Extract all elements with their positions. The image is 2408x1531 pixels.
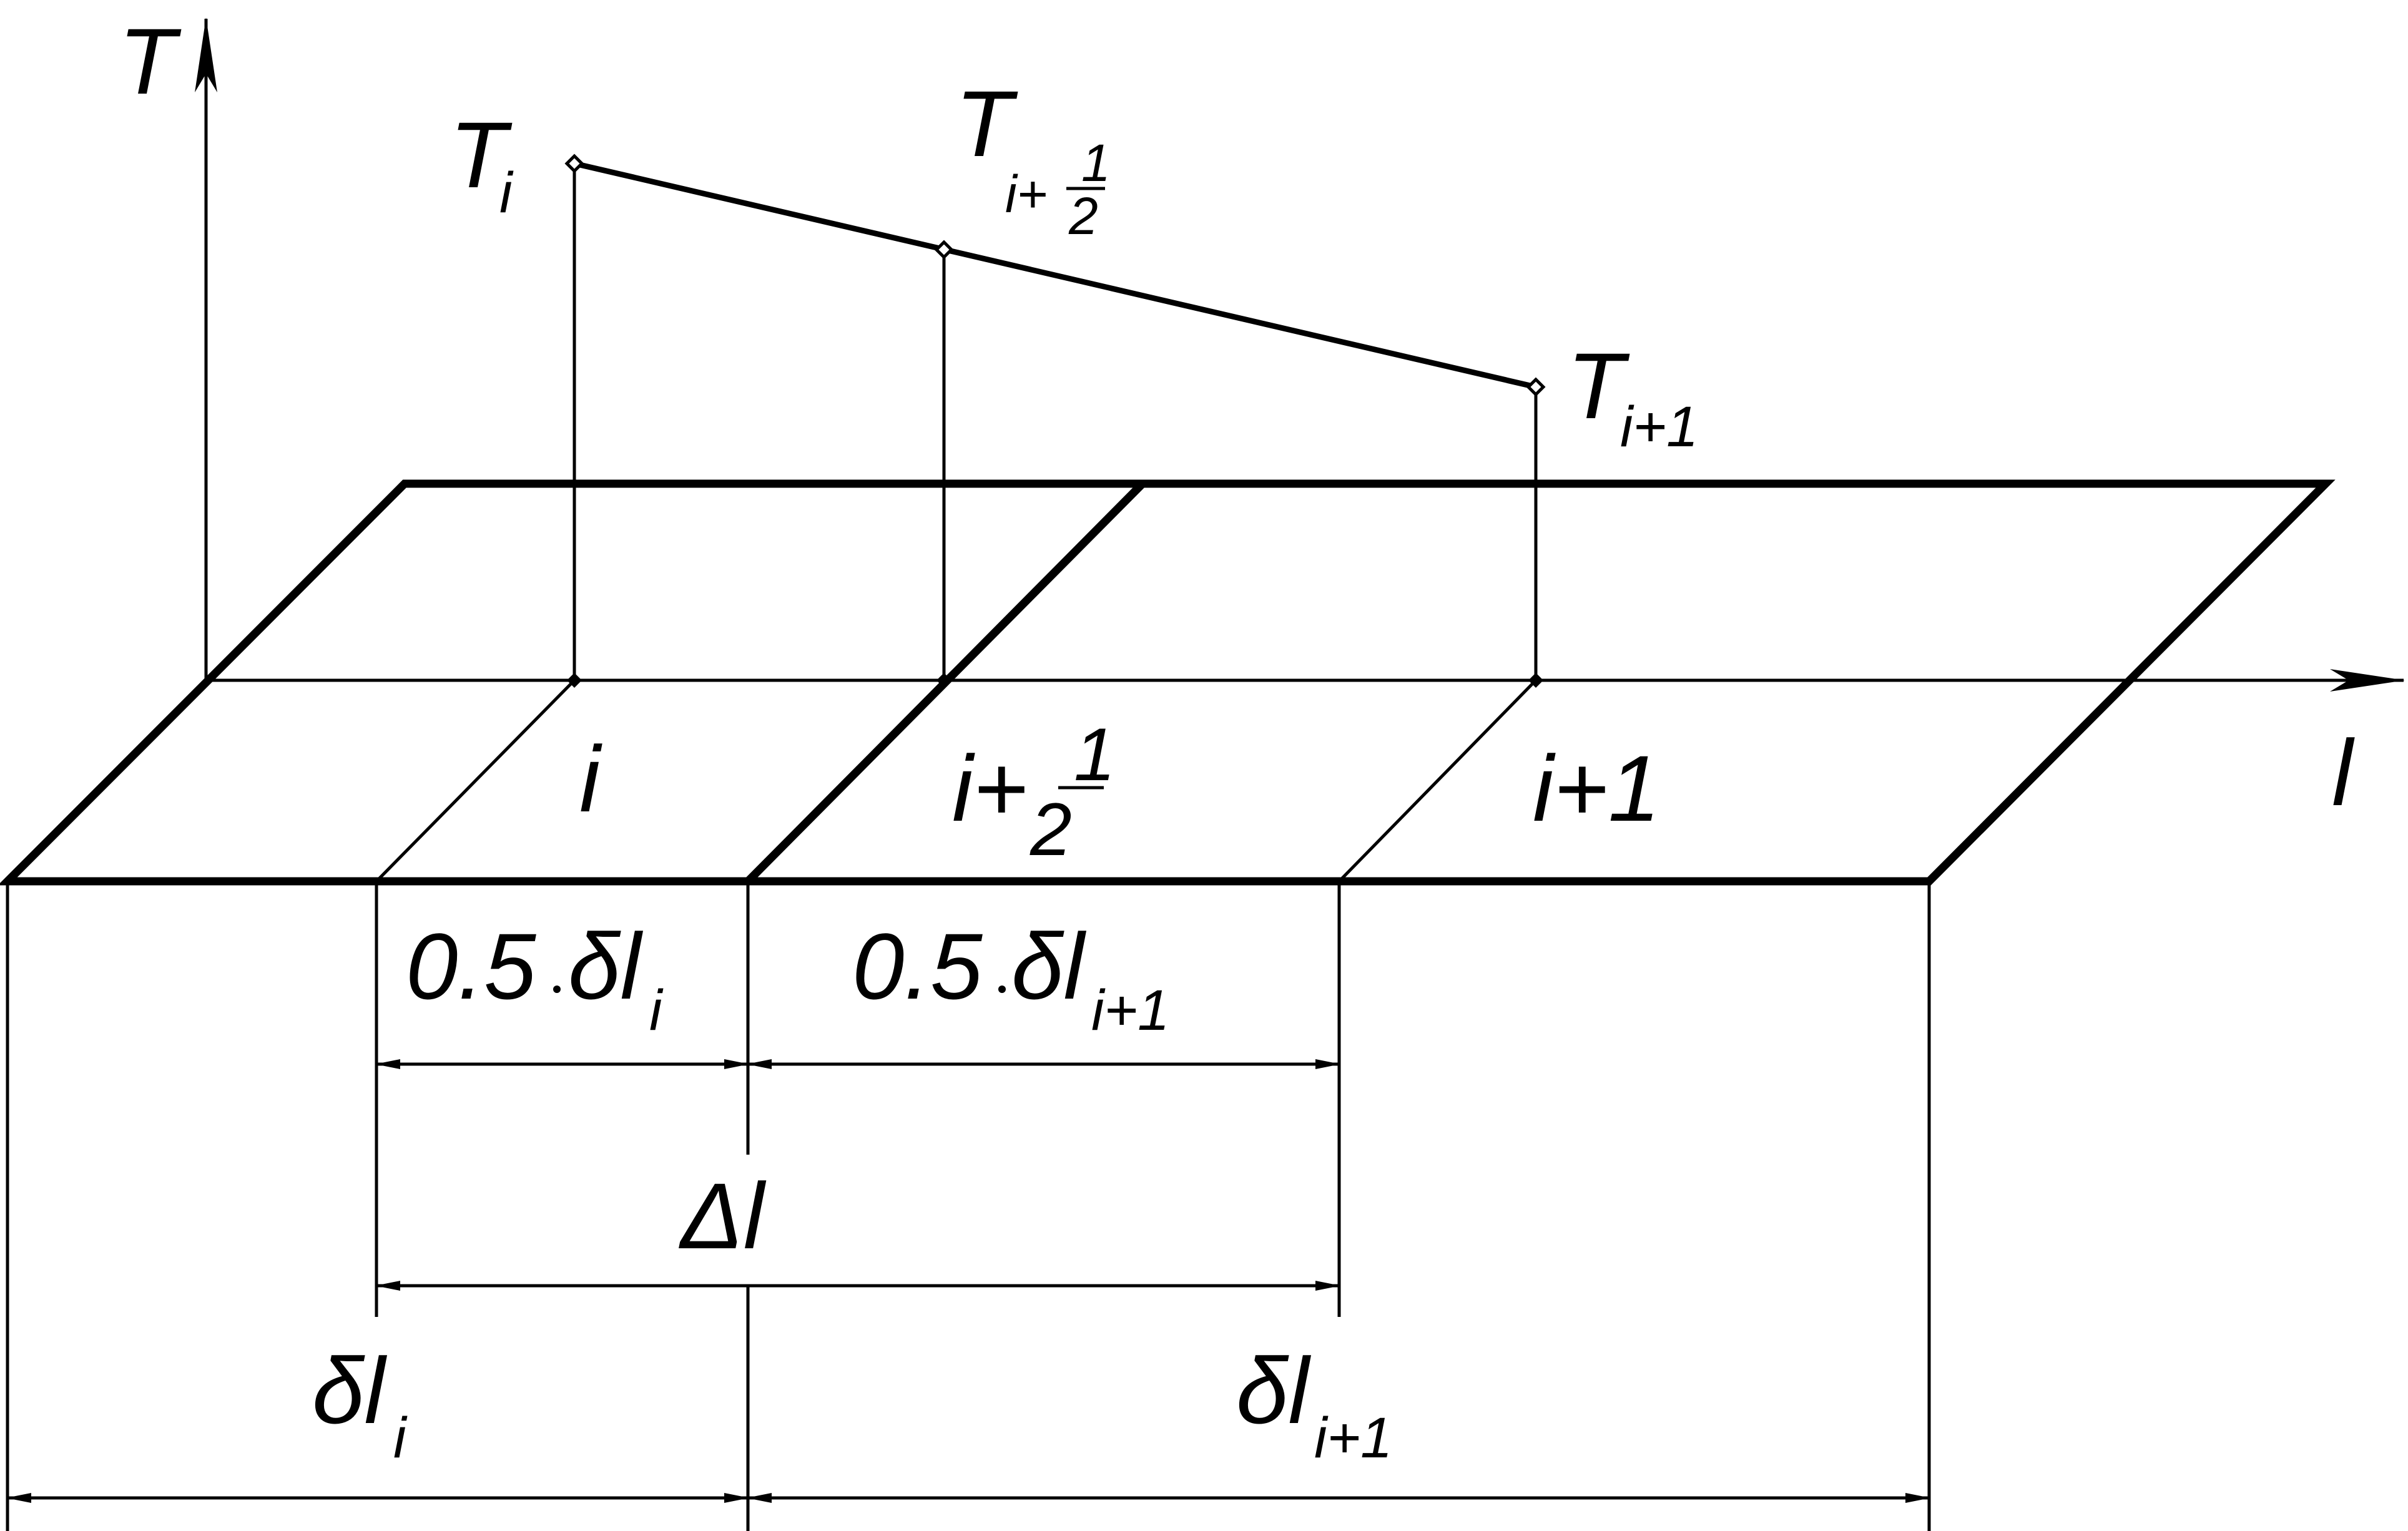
- dim-label-half-next-dot: [998, 986, 1006, 993]
- node-line-i-plus-1: [1338, 679, 1537, 883]
- node-label-i-plus-1: i+1: [1533, 736, 1660, 841]
- dim-label-half-i-sub: i: [649, 979, 664, 1042]
- temp-point-half: [934, 240, 954, 260]
- temp-label-half-den: 2: [1068, 187, 1098, 245]
- temp-label-i-sub: i: [499, 161, 514, 225]
- dim-label-dl-next-sub: i+1: [1314, 1406, 1392, 1470]
- temp-label-i: T: [450, 102, 513, 207]
- dim-label-delta-l: Δl: [679, 1163, 767, 1268]
- node-line-i: [375, 679, 576, 883]
- node-point-i-plus-1: [1528, 673, 1543, 688]
- temp-label-half: T: [955, 71, 1018, 176]
- dim-label-half-next-sub: i+1: [1091, 979, 1169, 1042]
- node-point-i: [567, 673, 582, 688]
- dim-label-half-i-var: δl: [568, 914, 643, 1019]
- dim-label-dl-i: δl: [312, 1338, 387, 1443]
- node-label-half-num: 1: [1074, 713, 1116, 796]
- dim-label-dl-next: δl: [1236, 1338, 1311, 1443]
- temp-label-i-plus-1: T: [1567, 333, 1630, 438]
- dim-label-half-next-var: δl: [1011, 914, 1086, 1019]
- dim-label-half-i-dot: [553, 986, 561, 993]
- temp-point-i-plus-1: [1526, 377, 1546, 397]
- cell-grid-outline: [0, 479, 2336, 886]
- temp-label-half-sub: i+: [1005, 165, 1048, 223]
- l-axis-label: l: [2332, 720, 2355, 825]
- dim-label-half-i-coef: 0.5: [406, 914, 536, 1019]
- node-label-half-den: 2: [1030, 788, 1072, 871]
- node-point-half: [936, 673, 951, 688]
- node-label-i: i: [579, 726, 602, 831]
- dim-label-dl-i-sub: i: [393, 1406, 408, 1470]
- temp-label-half-num: 1: [1081, 134, 1111, 192]
- temperature-profile-line: [573, 160, 1537, 390]
- t-axis-label: T: [119, 9, 182, 114]
- temp-label-i-plus-1-sub: i+1: [1620, 395, 1698, 459]
- dim-label-half-next-coef: 0.5: [852, 914, 983, 1019]
- node-label-half: i+: [952, 736, 1028, 841]
- temp-point-i: [564, 154, 584, 174]
